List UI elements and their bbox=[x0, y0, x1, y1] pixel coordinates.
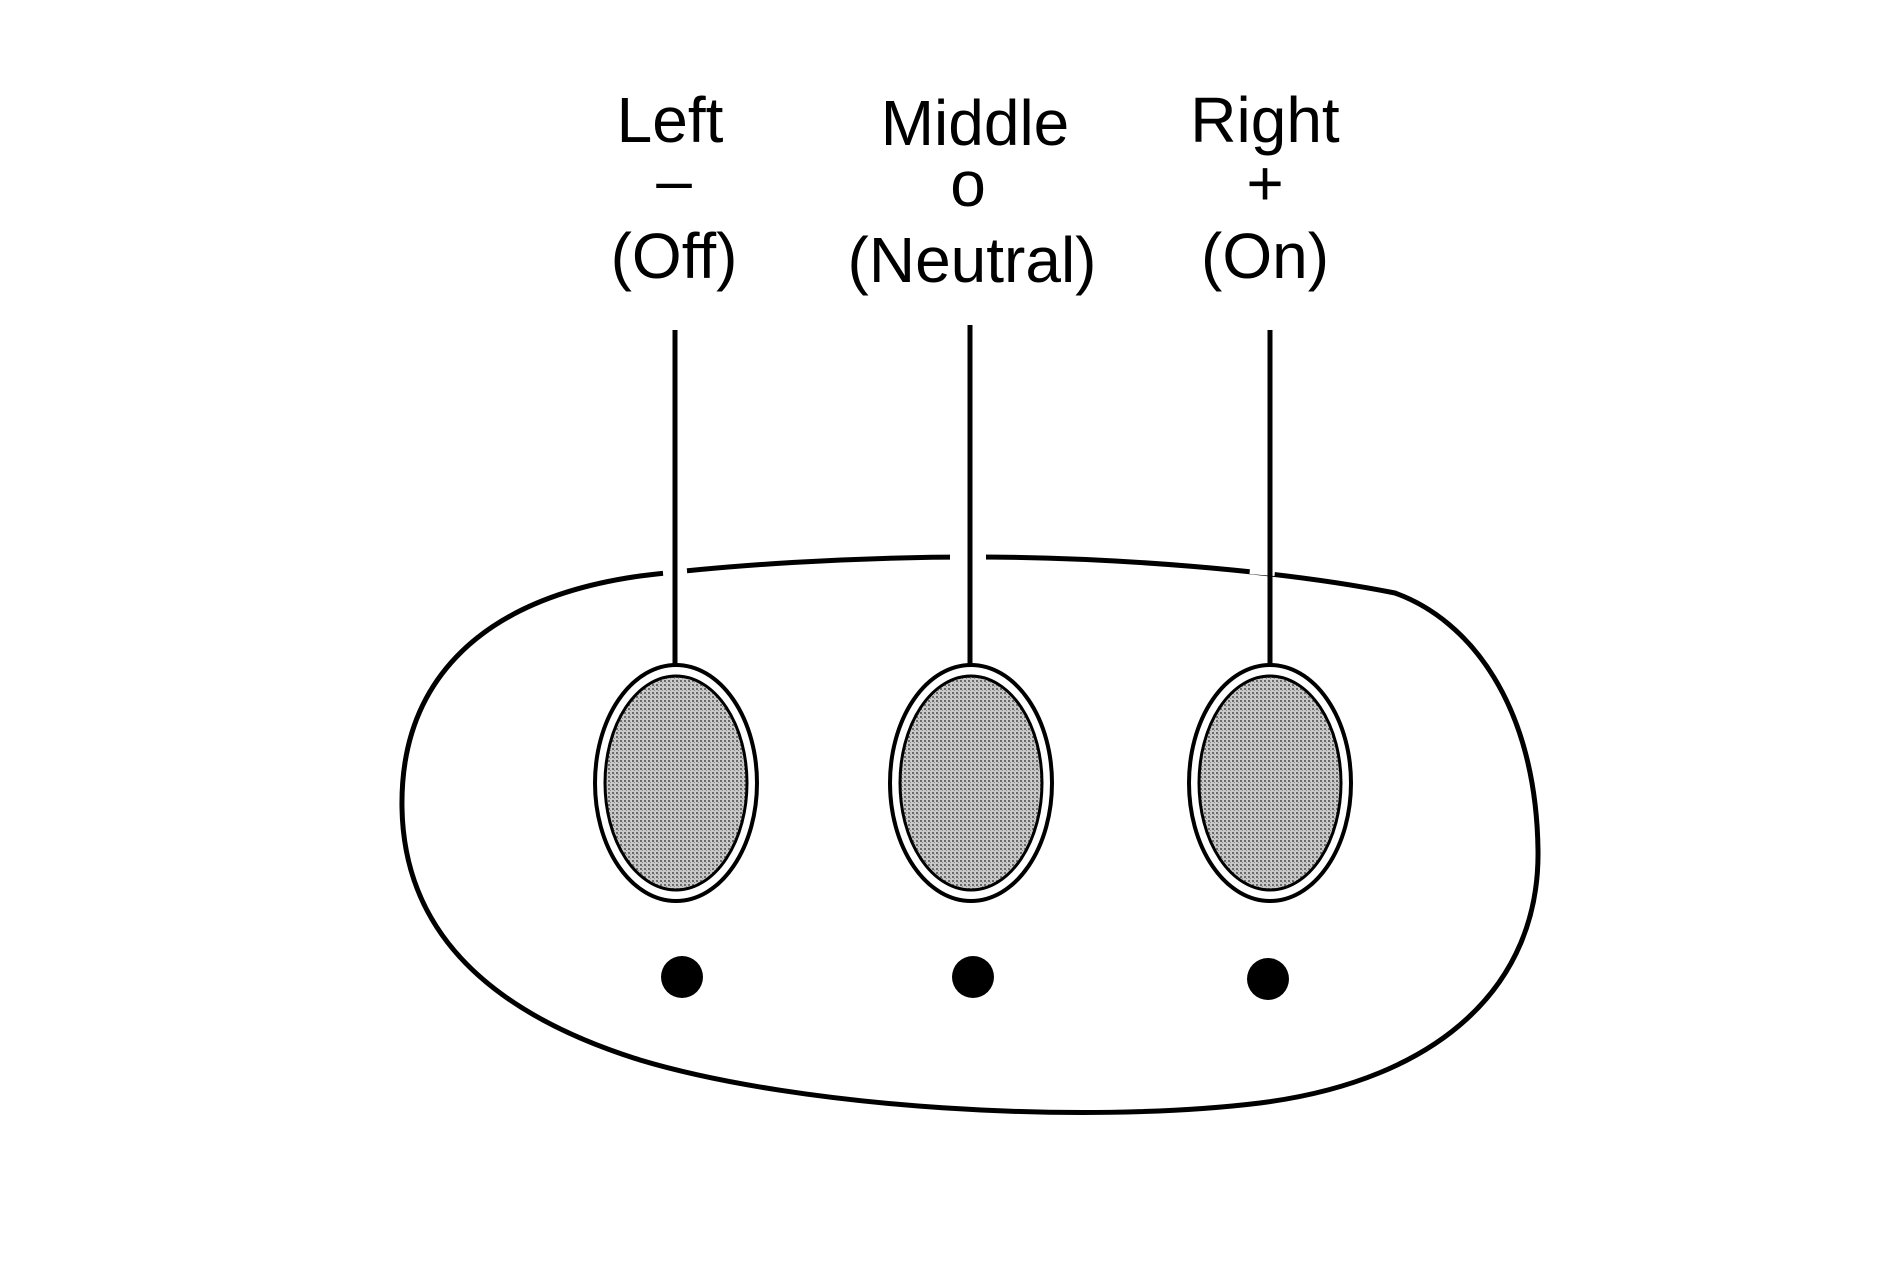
left-indicator-dot bbox=[661, 956, 703, 998]
right-indicator-dot bbox=[1247, 958, 1289, 1000]
middle-indicator-dot bbox=[952, 956, 994, 998]
middle-button-surface bbox=[898, 674, 1044, 892]
position-middle-name: Middle bbox=[881, 87, 1070, 159]
position-middle-state: (Neutral) bbox=[848, 224, 1097, 296]
position-right-state: (On) bbox=[1201, 220, 1329, 292]
position-left-symbol: – bbox=[656, 144, 692, 216]
position-left-name: Left bbox=[617, 84, 724, 156]
position-left: Left – (Off) bbox=[593, 84, 759, 998]
left-button-surface bbox=[603, 674, 749, 892]
position-right-symbol: + bbox=[1246, 147, 1283, 219]
position-middle: Middle o (Neutral) bbox=[848, 87, 1097, 998]
position-middle-symbol: o bbox=[950, 148, 986, 220]
position-right-name: Right bbox=[1190, 84, 1340, 156]
position-left-state: (Off) bbox=[611, 220, 738, 292]
position-right: Right + (On) bbox=[1187, 84, 1353, 1000]
right-button-surface bbox=[1197, 674, 1343, 892]
